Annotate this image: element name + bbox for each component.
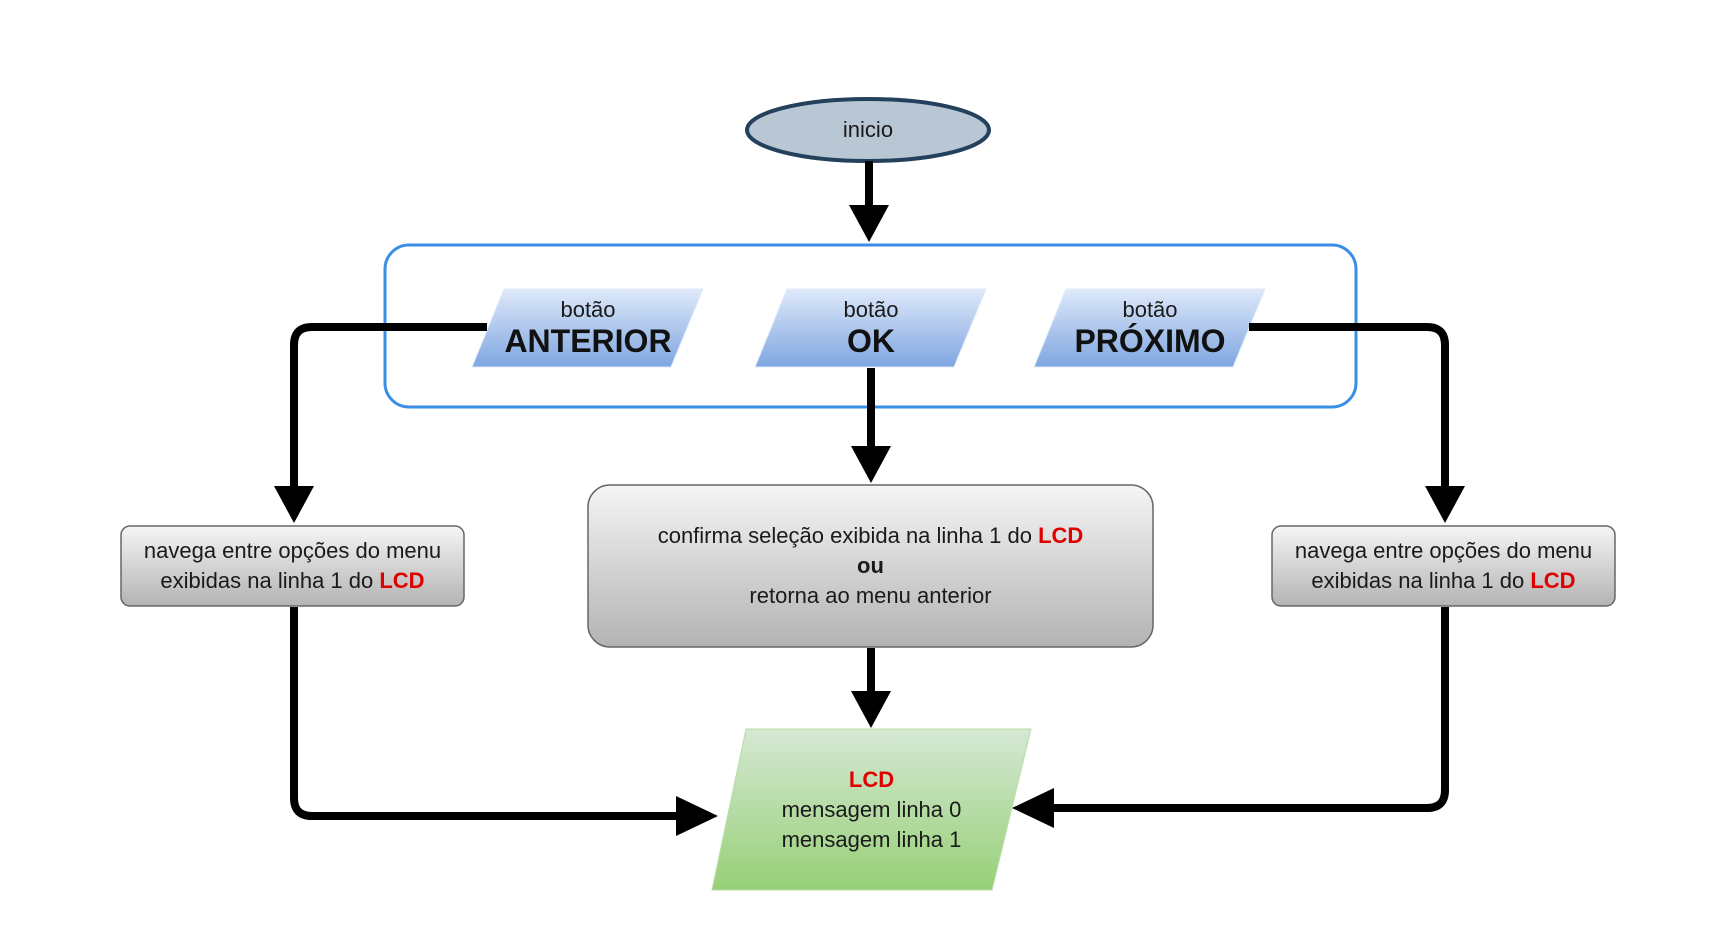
connector-left-to-lcd [290, 607, 681, 820]
lcd-output-shape [711, 728, 1032, 891]
arrowhead-left-process [274, 486, 314, 523]
connector-right-to-lcd [1050, 607, 1449, 812]
arrowhead-left-to-lcd [676, 796, 718, 836]
start-terminal [745, 97, 991, 163]
connector-anterior-to-left [290, 323, 487, 490]
button-anterior-shape [471, 288, 704, 368]
right-process-box [1271, 525, 1616, 607]
button-proximo-shape [1033, 288, 1266, 368]
arrowhead-confirm [851, 691, 891, 728]
arrowhead-right-to-lcd [1012, 788, 1054, 828]
connector-proximo-to-right [1249, 323, 1449, 490]
center-process-box [587, 484, 1154, 648]
arrowhead-ok [851, 446, 891, 483]
arrowhead-right-process [1425, 486, 1465, 523]
left-process-box [120, 525, 465, 607]
button-ok-shape [754, 288, 987, 368]
arrowhead-start [849, 205, 889, 242]
